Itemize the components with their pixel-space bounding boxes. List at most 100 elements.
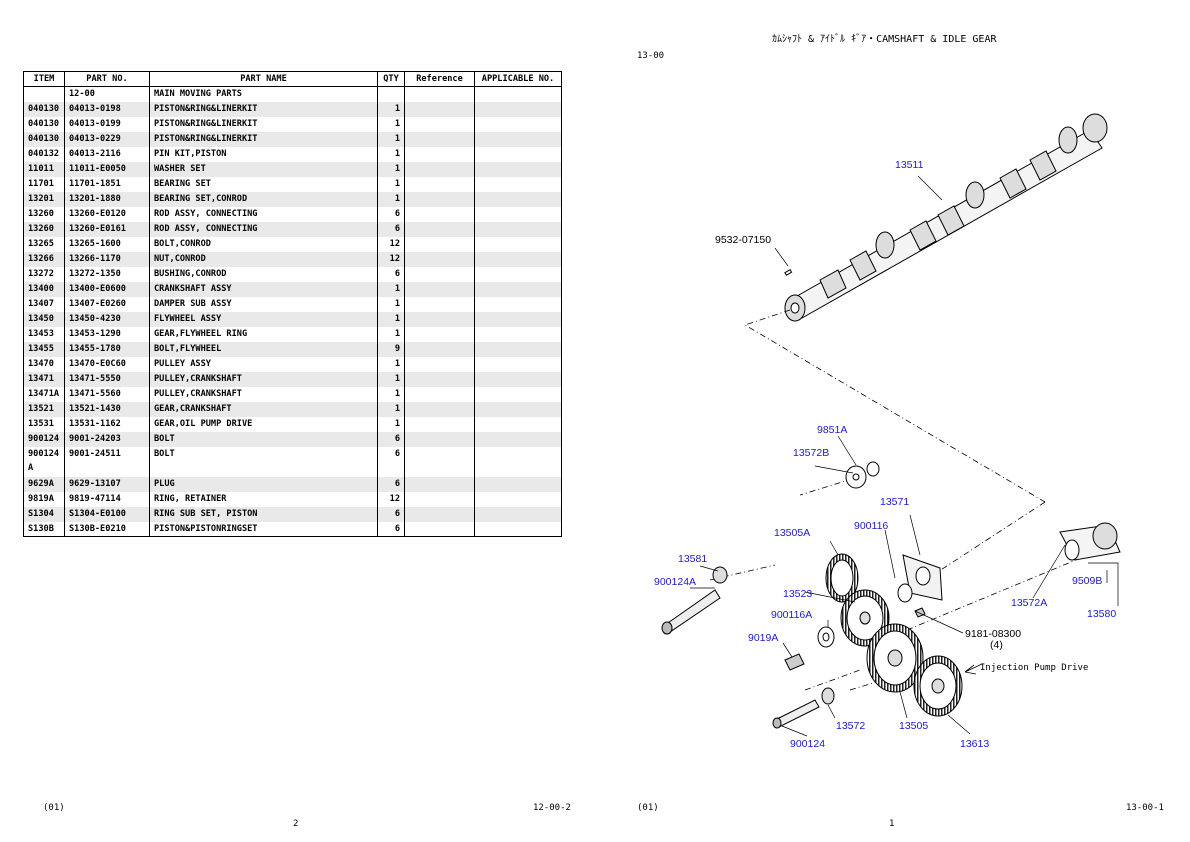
cell-item: 13455	[23, 341, 65, 357]
cell-reference	[404, 476, 475, 492]
cell-applicable	[474, 371, 562, 387]
cell-applicable	[474, 311, 562, 327]
callout-9851A: 9851A	[817, 424, 847, 436]
cell-part-name: RING, RETAINER	[149, 491, 378, 507]
cell-item: 13400	[23, 281, 65, 297]
cell-qty: 1	[377, 296, 405, 312]
cell-qty: 1	[377, 416, 405, 432]
cell-reference	[404, 176, 475, 192]
cell-qty: 1	[377, 356, 405, 372]
cell-qty: 1	[377, 401, 405, 417]
cell-part-no: 11011-E0050	[64, 161, 150, 177]
cell-applicable	[474, 326, 562, 342]
cell-reference	[404, 221, 475, 237]
camshaft-drawing	[784, 113, 1108, 322]
callout-900116A: 900116A	[771, 609, 812, 621]
cell-part-no: 9819-47114	[64, 491, 150, 507]
cell-item: 13450	[23, 311, 65, 327]
cell-reference	[404, 86, 475, 102]
cell-reference	[404, 491, 475, 507]
cell-qty: 6	[377, 506, 405, 522]
cell-applicable	[474, 251, 562, 267]
cell-part-name: BOLT	[149, 446, 378, 477]
cell-applicable	[474, 356, 562, 372]
callout-13613: 13613	[960, 738, 989, 750]
cell-part-no: 13260-E0161	[64, 221, 150, 237]
cell-reference	[404, 311, 475, 327]
cell-qty: 1	[377, 311, 405, 327]
cell-applicable	[474, 191, 562, 207]
cell-part-name: DAMPER SUB ASSY	[149, 296, 378, 312]
injection-arrow	[964, 663, 983, 675]
parts-table: ITEM PART NO. PART NAME QTY Reference AP…	[23, 71, 562, 537]
cell-qty: 1	[377, 326, 405, 342]
cell-part-no: 13450-4230	[64, 311, 150, 327]
cell-part-no: 13266-1170	[64, 251, 150, 267]
col-part-name-header: PART NAME	[149, 71, 378, 87]
cell-reference	[404, 356, 475, 372]
cell-part-name: MAIN MOVING PARTS	[149, 86, 378, 102]
cell-part-name: PISTON&RING&LINERKIT	[149, 101, 378, 117]
cell-qty: 6	[377, 431, 405, 447]
cell-applicable	[474, 341, 562, 357]
cell-part-no: S1304-E0100	[64, 506, 150, 522]
cell-qty: 6	[377, 221, 405, 237]
cell-applicable	[474, 146, 562, 162]
cell-item: 900124A	[23, 446, 65, 477]
cell-qty: 6	[377, 521, 405, 537]
cell-part-name: GEAR,FLYWHEEL RING	[149, 326, 378, 342]
cell-part-name: FLYWHEEL ASSY	[149, 311, 378, 327]
cell-applicable	[474, 131, 562, 147]
callout-labels: 13511 9532-07150 9851A 13572B 13571 9001…	[654, 159, 1116, 750]
right-footer-page-code: 13-00-1	[1126, 803, 1164, 813]
cell-part-no: 13471-5560	[64, 386, 150, 402]
cell-part-no: 13272-1350	[64, 266, 150, 282]
cell-part-name: ROD ASSY, CONNECTING	[149, 221, 378, 237]
cell-part-name: CRANKSHAFT ASSY	[149, 281, 378, 297]
cell-qty: 1	[377, 161, 405, 177]
cell-part-name: BOLT	[149, 431, 378, 447]
cell-applicable	[474, 521, 562, 537]
col-qty-header: QTY	[377, 71, 405, 87]
cell-reference	[404, 191, 475, 207]
cell-reference	[404, 386, 475, 402]
left-footer-page-code: 12-00-2	[533, 803, 571, 813]
exploded-parts-diagram: 13511 9532-07150 9851A 13572B 13571 9001…	[654, 113, 1121, 750]
right-footer-revision: (01)	[637, 803, 659, 813]
cell-qty: 1	[377, 101, 405, 117]
callout-13571: 13571	[880, 496, 909, 508]
cell-part-name: BOLT,FLYWHEEL	[149, 341, 378, 357]
cell-part-name: ROD ASSY, CONNECTING	[149, 206, 378, 222]
cell-part-name: PISTON&RING&LINERKIT	[149, 131, 378, 147]
parts-table-header: ITEM PART NO. PART NAME QTY Reference AP…	[23, 71, 562, 87]
cell-applicable	[474, 506, 562, 522]
cell-reference	[404, 341, 475, 357]
cell-reference	[404, 506, 475, 522]
cell-qty: 1	[377, 131, 405, 147]
right-page-number: 1	[889, 819, 895, 829]
cell-qty: 6	[377, 266, 405, 282]
cell-applicable	[474, 281, 562, 297]
cell-applicable	[474, 116, 562, 132]
cell-part-no: 13265-1600	[64, 236, 150, 252]
callout-900124: 900124	[790, 738, 825, 750]
cell-qty: 1	[377, 191, 405, 207]
cell-reference	[404, 431, 475, 447]
leader-lines	[690, 175, 1119, 737]
cell-part-no: 13531-1162	[64, 416, 150, 432]
callout-13572B: 13572B	[793, 447, 829, 459]
cell-part-no: 13407-E0260	[64, 296, 150, 312]
cell-part-name: BEARING SET	[149, 176, 378, 192]
